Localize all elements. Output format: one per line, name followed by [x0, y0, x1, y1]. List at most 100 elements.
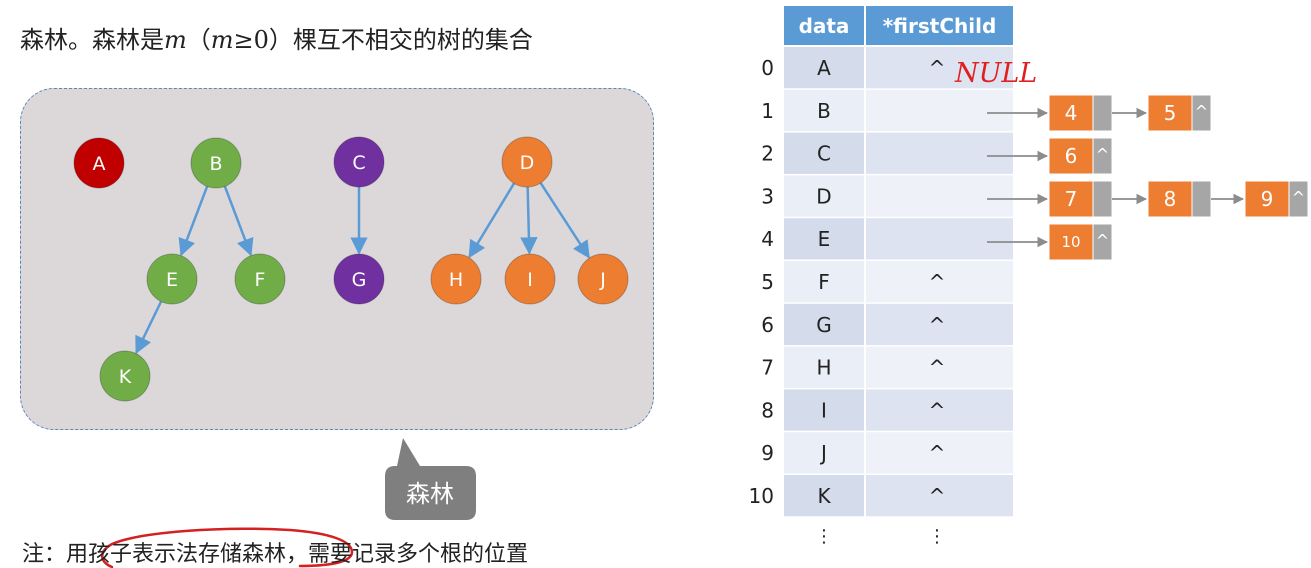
data-cell-bg: [784, 475, 864, 517]
data-cell: B: [817, 99, 831, 123]
data-cell-bg: [784, 346, 864, 388]
data-cell: E: [818, 227, 831, 251]
tree-node-J: J: [577, 253, 629, 305]
tree-node-circle: [333, 136, 385, 188]
row-index: 5: [761, 270, 774, 294]
child-node-next-bg: [1092, 180, 1113, 218]
tree-node-label: F: [255, 269, 266, 291]
data-cell-bg: [784, 218, 864, 260]
forest-edge-D-I: [520, 186, 538, 255]
tree-node-H: H: [430, 253, 482, 305]
forest-edge-B-F: [223, 185, 254, 257]
tree-node-F: F: [234, 253, 286, 305]
child-node-value-bg: [1147, 94, 1193, 132]
child-list-row-4: 10^: [987, 223, 1113, 261]
data-cell: J: [819, 441, 827, 465]
tree-node-E: E: [146, 253, 198, 305]
firstchild-cell: ^: [929, 270, 946, 294]
firstchild-cell-bg: [866, 47, 1013, 89]
header-cell-firstchild-bg: [866, 6, 1013, 45]
row-index: 0: [761, 56, 774, 80]
footnote: 注：用孩子表示法存储森林，需要记录多个根的位置: [22, 536, 528, 568]
table-row-5: 5 F ^: [761, 261, 1013, 303]
tree-node-G: G: [333, 253, 385, 305]
child-node-next: ^: [1292, 188, 1305, 207]
firstchild-cell-bg: [866, 346, 1013, 388]
table-header: data*firstChild: [784, 6, 1013, 45]
forest-edge-B-E: [178, 185, 209, 257]
header-data: data: [799, 14, 850, 38]
data-cell-bg: [784, 175, 864, 217]
tree-node-label: K: [119, 366, 132, 388]
data-cell: K: [817, 484, 831, 508]
tree-node-label: J: [599, 269, 606, 291]
child-node-value-bg: [1048, 180, 1094, 218]
callout-bubble: [385, 438, 476, 520]
child-node-9: 9^: [1244, 180, 1309, 218]
forest-edge-E-K: [135, 300, 163, 355]
tree-node-label: A: [93, 153, 106, 175]
firstchild-cell: ^: [929, 398, 946, 422]
heading-m: m: [164, 26, 187, 54]
row-index: 1: [761, 99, 774, 123]
row-index: 4: [761, 227, 774, 251]
firstchild-cell: ^: [929, 356, 946, 380]
row-index: 6: [761, 313, 774, 337]
firstchild-cell-bg: [866, 132, 1013, 174]
child-node-7: 7: [1048, 180, 1148, 218]
forest-edge-D-J: [539, 182, 590, 259]
data-cell-bg: [784, 47, 864, 89]
child-node-value: 4: [1065, 101, 1078, 125]
tree-node-circle: [504, 253, 556, 305]
data-cell-bg: [784, 261, 864, 303]
child-node-4: 4: [1048, 94, 1148, 132]
tree-node-label: E: [166, 269, 178, 291]
child-node-value: 8: [1164, 187, 1177, 211]
tree-node-label: G: [352, 269, 367, 291]
heading-suffix: ）棵互不相交的树的集合: [268, 26, 533, 54]
data-cell: G: [816, 313, 832, 337]
tree-node-label: I: [527, 269, 533, 291]
child-node-next: ^: [1195, 102, 1208, 121]
tree-node-circle: [501, 136, 553, 188]
firstchild-cell: ^: [929, 484, 946, 508]
tree-node-I: I: [504, 253, 556, 305]
data-cell-bg: [784, 89, 864, 132]
data-cell: D: [816, 184, 831, 208]
forest-edge-D-H: [468, 182, 516, 259]
data-cell: F: [818, 270, 830, 294]
data-cell-bg: [784, 303, 864, 346]
tree-node-B: B: [190, 137, 242, 189]
null-annotation: NULL: [954, 58, 1037, 89]
firstchild-cell: ^: [929, 56, 946, 80]
tree-node-C: C: [333, 136, 385, 188]
row-index: 2: [761, 142, 774, 166]
data-cell-bg: [784, 132, 864, 174]
child-node-next-bg: [1288, 180, 1309, 218]
child-node-next: ^: [1096, 145, 1109, 164]
forest-edges: [135, 182, 590, 355]
row-index: 7: [761, 356, 774, 380]
tree-node-label: C: [352, 152, 365, 174]
table-row-10: 10 K ^: [749, 475, 1013, 517]
row-index: 10: [749, 484, 774, 508]
tree-node-circle: [146, 253, 198, 305]
child-node-value: 6: [1065, 144, 1078, 168]
child-node-value: 10: [1061, 233, 1080, 251]
header-cell-data-bg: [784, 6, 864, 45]
child-node-next-bg: [1092, 94, 1113, 132]
child-node-next-bg: [1191, 94, 1212, 132]
tree-node-circle: [577, 253, 629, 305]
child-node-8: 8: [1147, 180, 1245, 218]
firstchild-cell-bg: [866, 432, 1013, 474]
data-cell-bg: [784, 389, 864, 431]
data-cell: C: [817, 142, 831, 166]
firstchild-cell-bg: [866, 218, 1013, 260]
